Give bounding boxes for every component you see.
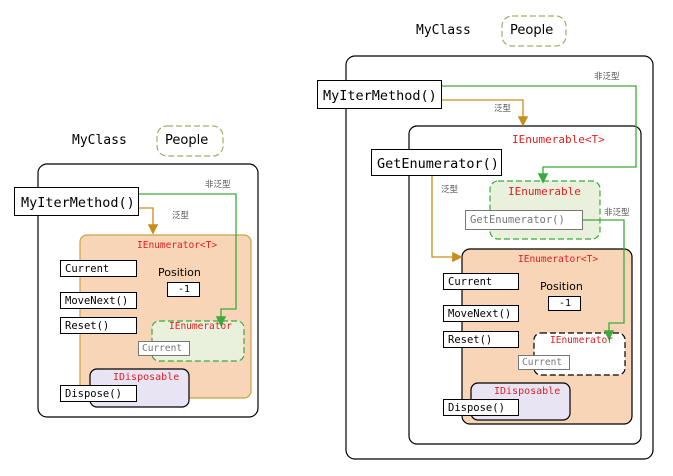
right-ienumerator-generic-title: IEnumerator<T> <box>518 254 599 265</box>
right-ienumerable-generic-title: IEnumerable<T> <box>512 133 605 146</box>
left-position-value: -1 <box>178 284 191 295</box>
right-ienumerator-current-box[interactable]: Current <box>518 355 570 370</box>
right-position-value: -1 <box>559 298 572 309</box>
left-position-value-box: -1 <box>167 282 200 297</box>
right-current-label: Current <box>448 276 493 288</box>
left-dispose-label: Dispose() <box>65 388 122 400</box>
left-people-label: People <box>165 133 209 148</box>
left-people-tag <box>156 125 224 157</box>
left-ienumerator-current-box[interactable]: Current <box>138 341 190 356</box>
right-ienumerator-title: IEnumerator <box>550 335 613 346</box>
right-nongeneric-arrow-mid <box>583 219 625 341</box>
right-people-label: People <box>510 23 554 38</box>
right-nongeneric-label-top: 非泛型 <box>594 72 620 82</box>
right-ienumerable-title: IEnumerable <box>508 185 581 198</box>
left-ienumerator-title: IEnumerator <box>169 321 232 332</box>
right-myitermethod-label: MyIterMethod() <box>323 88 437 104</box>
right-nongeneric-label-mid: 非泛型 <box>604 208 630 218</box>
right-reset-label: Reset() <box>448 334 493 346</box>
right-current-box[interactable]: Current <box>443 273 519 290</box>
right-myitermethod-box[interactable]: MyIterMethod() <box>317 80 442 109</box>
right-getenumerator-box[interactable]: GetEnumerator() <box>371 149 502 176</box>
left-movenext-box[interactable]: MoveNext() <box>60 292 137 309</box>
right-idisposable-title: IDisposable <box>494 386 561 397</box>
left-myitermethod-box[interactable]: MyIterMethod() <box>14 187 139 216</box>
left-nongeneric-label: 非泛型 <box>205 180 231 190</box>
left-reset-box[interactable]: Reset() <box>60 317 137 334</box>
right-generic-label-mid: 泛型 <box>441 185 459 195</box>
right-people-tag <box>501 15 567 47</box>
left-current-label: Current <box>65 263 110 275</box>
left-movenext-label: MoveNext() <box>65 295 129 307</box>
left-ienumerator-current-label: Current <box>142 343 183 354</box>
right-position-value-box: -1 <box>548 296 581 311</box>
right-movenext-label: MoveNext() <box>448 308 512 320</box>
right-getenumerator-label: GetEnumerator() <box>377 156 499 172</box>
right-generic-arrow-mid <box>431 176 463 263</box>
left-ienumerator-generic-title: IEnumerator<T> <box>137 240 218 251</box>
left-myclass-label: MyClass <box>72 133 127 148</box>
left-nongeneric-arrow <box>139 193 237 327</box>
right-nongeneric-arrow-top <box>442 85 637 184</box>
right-generic-label-top: 泛型 <box>494 104 512 114</box>
right-enumerable-getenumerator-label: GetEnumerator() <box>470 214 565 226</box>
left-reset-label: Reset() <box>65 320 110 332</box>
left-position-label: Position <box>158 266 201 279</box>
right-enumerable-getenumerator-box[interactable]: GetEnumerator() <box>465 210 583 230</box>
left-myitermethod-label: MyIterMethod() <box>21 195 135 211</box>
right-myclass-label: MyClass <box>416 23 471 38</box>
left-current-box[interactable]: Current <box>60 260 137 277</box>
left-idisposable-title: IDisposable <box>113 372 180 383</box>
right-dispose-label: Dispose() <box>448 402 505 414</box>
right-dispose-box[interactable]: Dispose() <box>443 399 519 416</box>
right-position-label: Position <box>540 280 583 293</box>
right-ienumerator-current-label: Current <box>522 357 563 368</box>
left-generic-arrow <box>139 207 159 235</box>
right-generic-arrow-top <box>442 99 529 127</box>
right-movenext-box[interactable]: MoveNext() <box>443 305 519 322</box>
left-dispose-box[interactable]: Dispose() <box>60 385 137 402</box>
right-reset-box[interactable]: Reset() <box>443 331 519 348</box>
left-generic-label: 泛型 <box>172 211 190 221</box>
